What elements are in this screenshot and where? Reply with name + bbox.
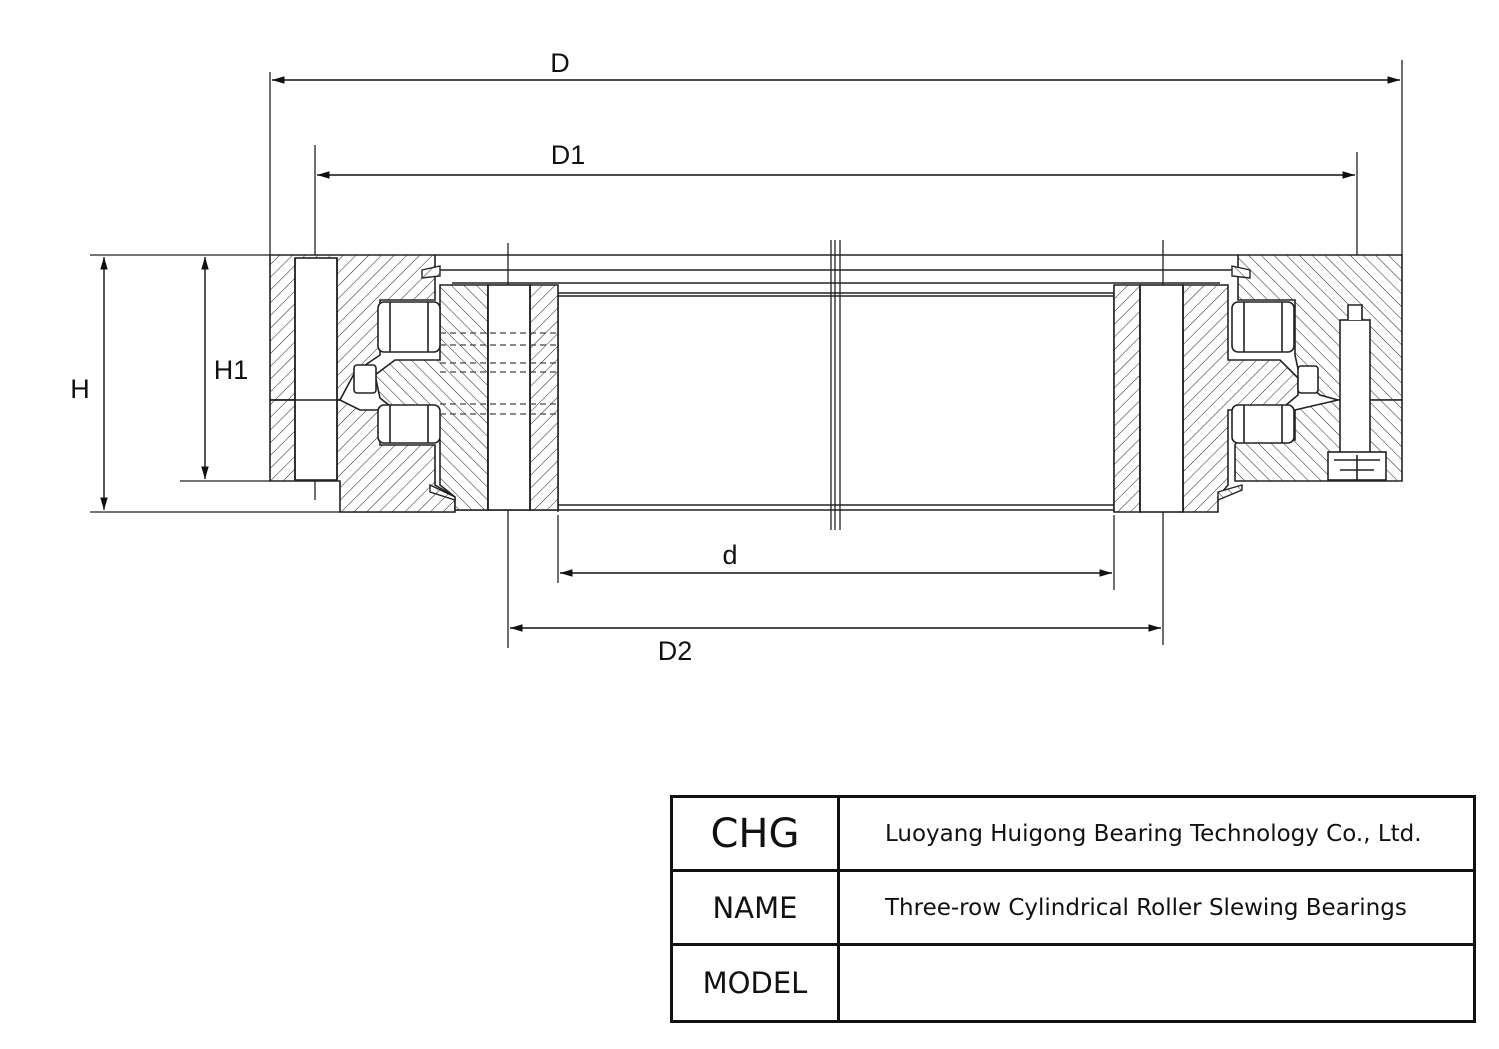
left-inner-ring [374, 284, 559, 511]
right-outer-ring [1234, 254, 1403, 482]
left-roller-radial [353, 364, 377, 394]
left-roller-lower [377, 404, 441, 444]
left-seals [421, 265, 456, 501]
product-name: Three-row Cylindrical Roller Slewing Bea… [885, 894, 1407, 921]
dim-label-H: H [70, 374, 90, 404]
right-inner-ring [1113, 284, 1299, 513]
dim-label-H1: H1 [214, 355, 249, 385]
title-block: CHG Luoyang Huigong Bearing Technology C… [670, 795, 1476, 1023]
left-outer-ring [269, 254, 456, 513]
dim-label-D2: D2 [658, 636, 693, 666]
dim-label-D1: D1 [551, 140, 586, 170]
brand-label: CHG [673, 798, 840, 869]
dim-label-d: d [722, 540, 737, 570]
right-roller-upper [1231, 301, 1295, 353]
model-label: MODEL [673, 946, 840, 1020]
right-roller-lower [1231, 404, 1295, 444]
dim-label-D: D [550, 48, 570, 78]
dimension-lines [100, 76, 1400, 632]
title-block-row-name: NAME Three-row Cylindrical Roller Slewin… [673, 872, 1473, 946]
title-block-row-company: CHG Luoyang Huigong Bearing Technology C… [673, 798, 1473, 872]
right-roller-radial [1297, 365, 1319, 394]
center-break-lines [830, 240, 841, 530]
title-block-row-model: MODEL [673, 946, 1473, 1020]
right-seals [1217, 265, 1251, 502]
left-roller-upper [377, 301, 441, 353]
company-name: Luoyang Huigong Bearing Technology Co., … [885, 820, 1422, 847]
name-label: NAME [673, 872, 840, 943]
